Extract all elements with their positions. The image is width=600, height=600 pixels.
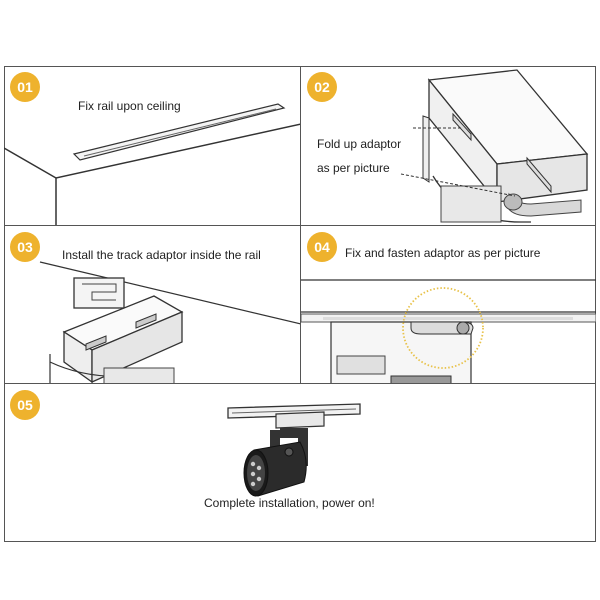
installed-spotlight-illustration	[227, 403, 361, 497]
step-4-panel: 04 Fix and fasten adaptor as per picture	[301, 226, 596, 384]
step-1-caption: Fix rail upon ceiling	[78, 99, 181, 113]
step-2-panel: 02 Fold up adaptor as per picture	[301, 66, 596, 226]
step-2-badge: 02	[307, 72, 337, 102]
adaptor-fold-illustration	[400, 69, 589, 223]
step-1-panel: 01 Fix rail upon ceiling	[4, 66, 301, 226]
step-3-badge: 03	[10, 232, 40, 262]
step-4-caption: Fix and fasten adaptor as per picture	[345, 246, 541, 260]
step-5-caption: Complete installation, power on!	[204, 496, 375, 510]
step-5-panel: 05 Complete installation, power on!	[4, 384, 596, 542]
step-2-caption-line1: Fold up adaptor	[317, 137, 402, 151]
step-4-badge: 04	[307, 232, 337, 262]
adaptor-fasten-illustration	[301, 279, 596, 383]
step-1-badge: 01	[10, 72, 40, 102]
track-adaptor-install-illustration	[39, 261, 300, 383]
step-5-badge: 05	[10, 390, 40, 420]
ceiling-rail-illustration	[4, 103, 300, 225]
step-2-caption-line2: as per picture	[317, 161, 390, 175]
step-3-caption: Install the track adaptor inside the rai…	[62, 248, 261, 262]
step-3-panel: 03 Install the track adaptor inside the …	[4, 226, 301, 384]
